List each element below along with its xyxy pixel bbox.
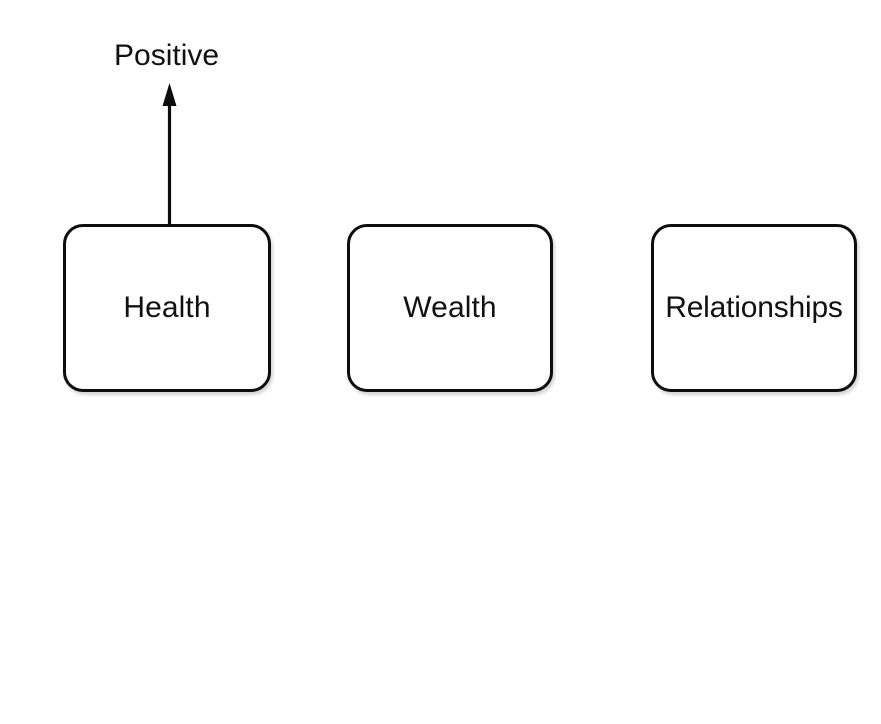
up-arrow-icon [162,83,177,230]
node-wealth-label: Wealth [403,291,497,324]
node-health[interactable]: Health [63,224,271,392]
node-wealth[interactable]: Wealth [347,224,553,392]
arrow-head [162,83,177,106]
node-health-label: Health [123,291,211,324]
node-relationships[interactable]: Relationships [651,224,857,392]
positive-label: Positive [114,39,220,72]
node-relationships-label: Relationships [665,291,843,324]
